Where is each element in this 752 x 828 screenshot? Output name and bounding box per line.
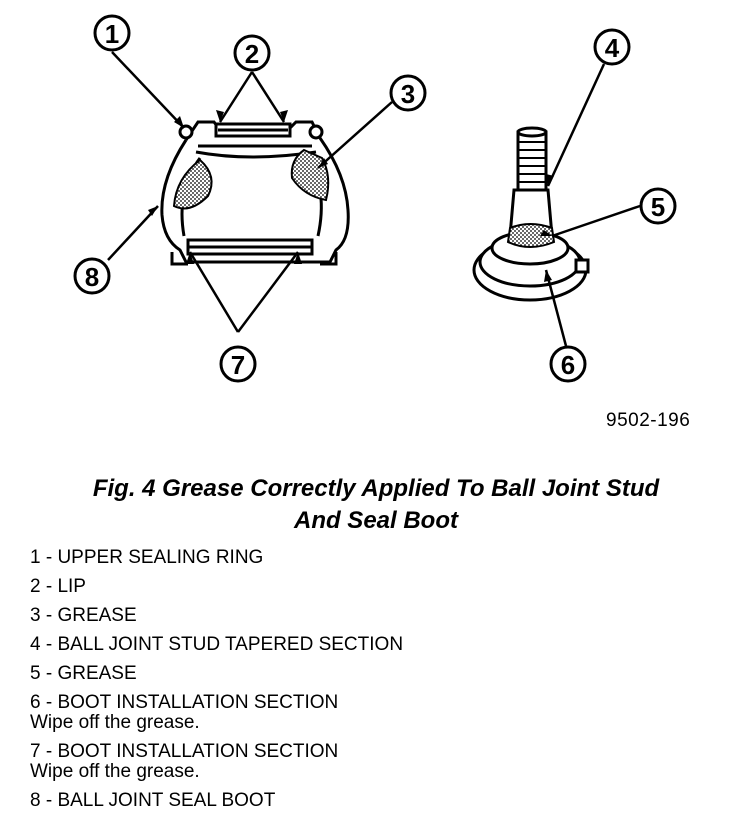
callout-circle-5 — [639, 187, 677, 225]
callout-circle-7 — [219, 345, 257, 383]
callout-number-1: 1 — [105, 19, 119, 49]
diagram-figure: 1 2 3 4 5 6 7 8 — [73, 14, 677, 383]
legend-item: 6 - BOOT INSTALLATION SECTION Wipe off t… — [30, 693, 403, 733]
grease-band-stud — [506, 223, 556, 248]
callout-number-8: 8 — [85, 262, 99, 292]
callout-number-4: 4 — [605, 33, 620, 63]
legend-label: 1 - UPPER SEALING RING — [30, 547, 264, 568]
legend-label: 4 - BALL JOINT STUD TAPERED SECTION — [30, 634, 404, 655]
callout-circle-3 — [389, 74, 427, 112]
callout-number-6: 6 — [561, 350, 575, 380]
legend-label: 7 - BOOT INSTALLATION SECTION — [30, 741, 339, 762]
callout-number-3: 3 — [401, 79, 415, 109]
legend-item: 7 - BOOT INSTALLATION SECTION Wipe off t… — [30, 742, 403, 782]
callout-circle-1 — [93, 14, 131, 52]
legend-label: 3 - GREASE — [30, 605, 137, 626]
callout-number-2: 2 — [245, 39, 259, 69]
legend-item: 1 - UPPER SEALING RING — [30, 548, 403, 568]
legend-item: 2 - LIP — [30, 577, 403, 597]
legend-label: 2 - LIP — [30, 576, 86, 597]
grease-pocket-right — [290, 148, 330, 202]
callout-number-7: 7 — [231, 350, 245, 380]
callout-circle-6 — [549, 345, 587, 383]
callout-circle-8 — [73, 257, 111, 295]
grease-pocket-left — [172, 158, 213, 210]
legend-item: 8 - BALL JOINT SEAL BOOT — [30, 791, 403, 811]
legend-item: 5 - GREASE — [30, 664, 403, 684]
legend-item: 4 - BALL JOINT STUD TAPERED SECTION — [30, 635, 403, 655]
figure-code: 9502-196 — [606, 410, 691, 431]
figure-caption: Fig. 4 Grease Correctly Applied To Ball … — [0, 473, 752, 537]
ball-joint-stud-illustration — [472, 126, 590, 302]
legend-label: 8 - BALL JOINT SEAL BOOT — [30, 790, 276, 811]
legend-note: Wipe off the grease. — [30, 761, 200, 782]
callout-number-5: 5 — [651, 192, 665, 222]
legend-label: 6 - BOOT INSTALLATION SECTION — [30, 692, 339, 713]
legend-list: 1 - UPPER SEALING RING 2 - LIP 3 - GREAS… — [30, 548, 403, 820]
caption-line-2: And Seal Boot — [293, 507, 458, 534]
legend-item: 3 - GREASE — [30, 606, 403, 626]
legend-label: 5 - GREASE — [30, 663, 137, 684]
callout-circle-2 — [233, 34, 271, 72]
callout-circle-4 — [593, 28, 631, 66]
caption-line-1: Fig. 4 Grease Correctly Applied To Ball … — [92, 475, 660, 502]
legend-note: Wipe off the grease. — [30, 712, 200, 733]
